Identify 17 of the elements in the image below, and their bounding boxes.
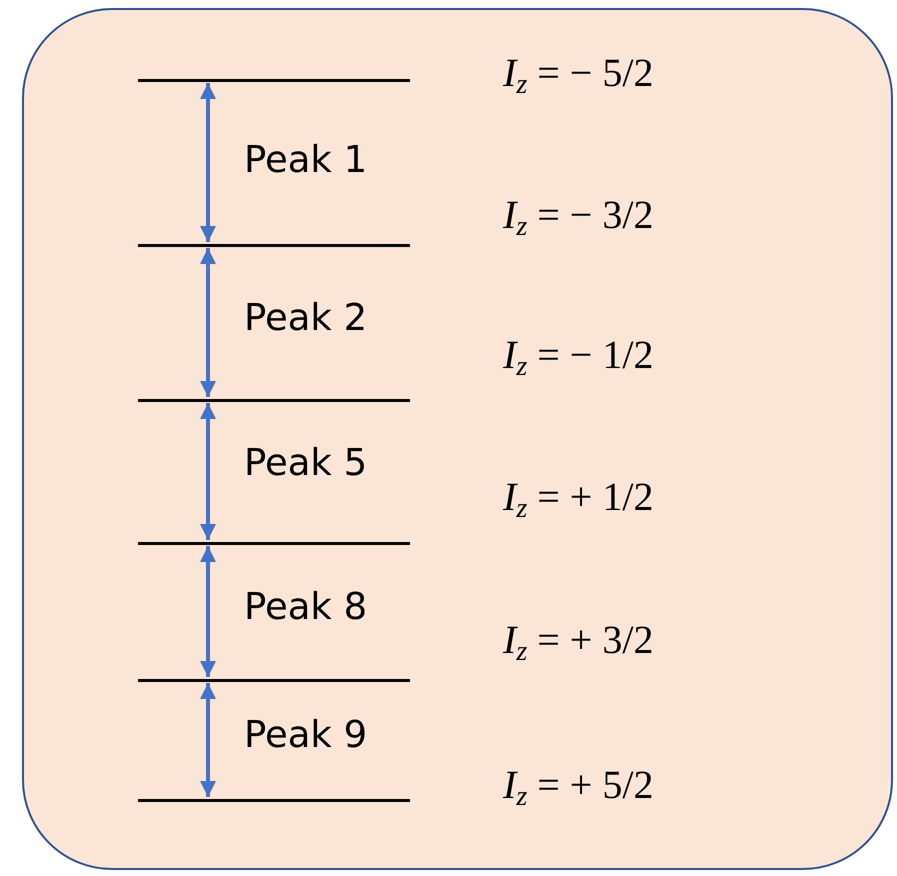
spin-state-label: I$_{z}$ = + 3/2 bbox=[503, 617, 654, 669]
spin-state-label: I$_{z}$ = + 5/2 bbox=[503, 762, 654, 814]
spin-state-label: I$_{z}$ = − 1/2 bbox=[503, 332, 654, 384]
spin-state-label: I$_{z}$ = − 3/2 bbox=[503, 192, 654, 244]
double-arrow bbox=[200, 546, 216, 677]
energy-level-line bbox=[138, 679, 410, 682]
double-arrow bbox=[200, 403, 216, 540]
energy-level-line bbox=[138, 542, 410, 545]
energy-level-line bbox=[138, 79, 410, 82]
double-arrow bbox=[200, 248, 216, 397]
spin-state-label: I$_{z}$ = − 5/2 bbox=[503, 50, 654, 102]
double-arrow bbox=[200, 83, 216, 242]
double-arrow bbox=[200, 683, 216, 797]
energy-level-line bbox=[138, 799, 410, 802]
energy-level-line bbox=[138, 244, 410, 247]
energy-level-line bbox=[138, 399, 410, 402]
spin-state-label: I$_{z}$ = + 1/2 bbox=[503, 474, 654, 526]
